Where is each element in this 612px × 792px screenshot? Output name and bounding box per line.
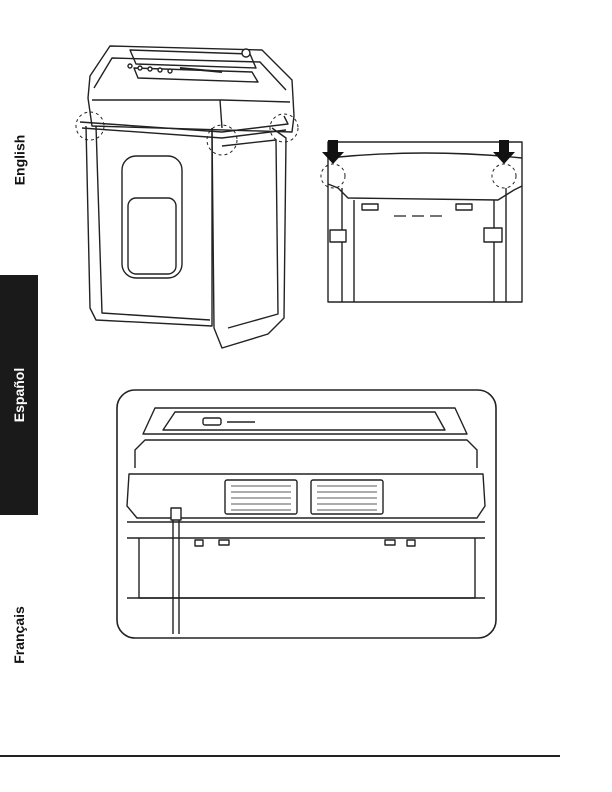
footer-divider bbox=[0, 755, 560, 757]
language-tab-francais[interactable]: Français bbox=[0, 585, 38, 685]
language-tab-english[interactable]: English bbox=[0, 110, 38, 210]
shredder-perspective-illustration bbox=[72, 28, 310, 356]
rear-view-power-cord-illustration bbox=[115, 388, 498, 640]
language-tab-label: Français bbox=[11, 606, 27, 664]
language-tab-label: Español bbox=[11, 368, 27, 422]
language-tab-espanol[interactable]: Español bbox=[0, 275, 38, 515]
head-placement-detail-illustration bbox=[318, 138, 528, 306]
language-tab-label: English bbox=[11, 135, 27, 186]
